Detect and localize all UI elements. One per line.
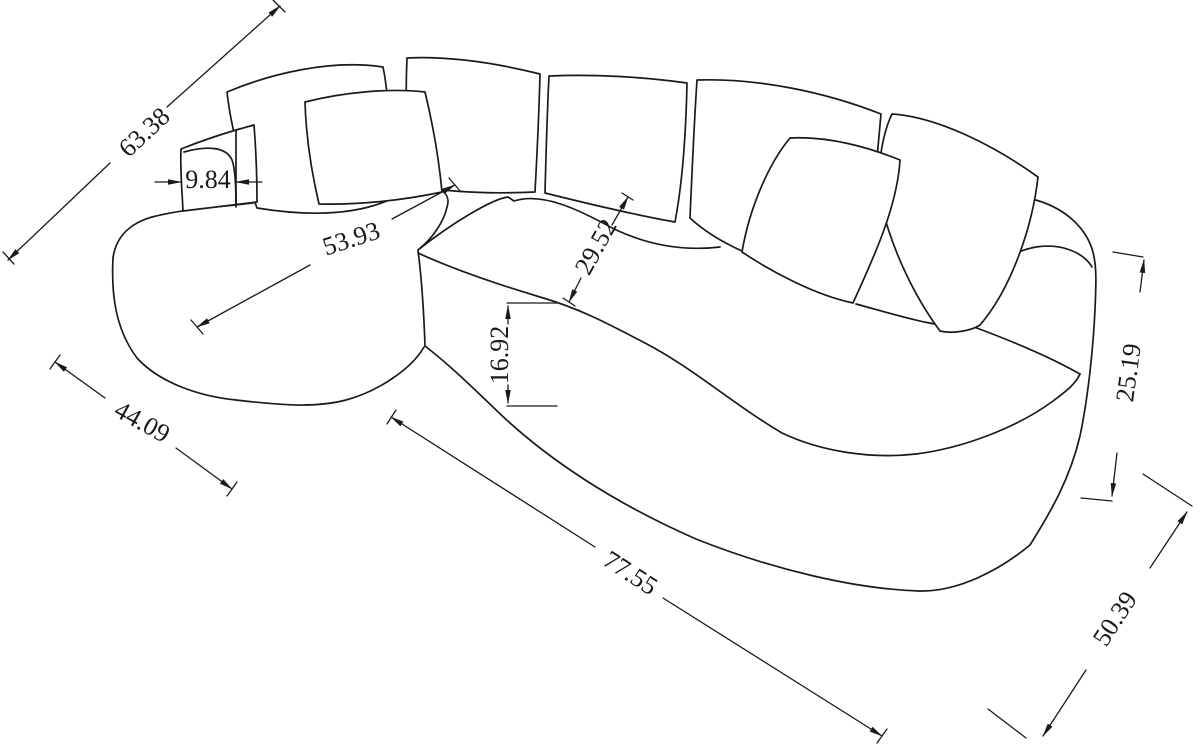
dimension-label-front-length: 77.55 (598, 545, 663, 601)
tick (190, 319, 204, 335)
tick (562, 297, 576, 307)
chaise-front-base (111, 257, 425, 406)
tick (448, 177, 462, 193)
left-armrest-corner-crease (183, 147, 237, 206)
dimension-armrest-width: 9.84 (154, 165, 263, 194)
dimension-label-right-side-depth: 50.39 (1087, 586, 1143, 651)
seat-front-rim (417, 252, 1081, 457)
dimension-seat-front-height: 16.92 (485, 302, 558, 407)
dimension-label-chaise-seat-diagonal: 53.93 (319, 216, 384, 262)
tick (2, 251, 15, 265)
dimension-label-seat-front-height: 16.92 (485, 326, 514, 385)
dimension-label-seat-depth: 29.52 (569, 214, 623, 279)
pillow-front-small-left (304, 89, 443, 205)
tick (272, 0, 286, 13)
left-armrest (179, 124, 258, 212)
chaise-section (111, 184, 449, 406)
dimension-chaise-width: 44.09 (49, 354, 238, 497)
dimension-label-right-arm-height: 25.19 (1110, 342, 1147, 404)
tick (226, 481, 238, 497)
dimension-label-armrest-width: 9.84 (185, 165, 231, 194)
left-armrest-block (179, 124, 258, 212)
dimension-label-back-diagonal: 63.38 (113, 102, 176, 163)
tick (876, 728, 888, 744)
dimension-front-length: 77.55 (386, 409, 888, 744)
dimension-right-arm-height: 25.19 (1080, 251, 1147, 502)
tick (621, 192, 634, 201)
dimension-right-side-depth: 50.39 (987, 473, 1193, 739)
pillow-front-small-right (741, 136, 901, 304)
seat-back-crease-left (417, 196, 721, 251)
seat-base-silhouette (424, 198, 1097, 592)
pillow-back-right (877, 113, 1039, 334)
dimension-label-chaise-width: 44.09 (110, 395, 175, 449)
tick (49, 354, 61, 370)
pillow-back-center (544, 74, 688, 223)
chaise-seat-seam (417, 249, 426, 347)
tick (386, 409, 397, 425)
